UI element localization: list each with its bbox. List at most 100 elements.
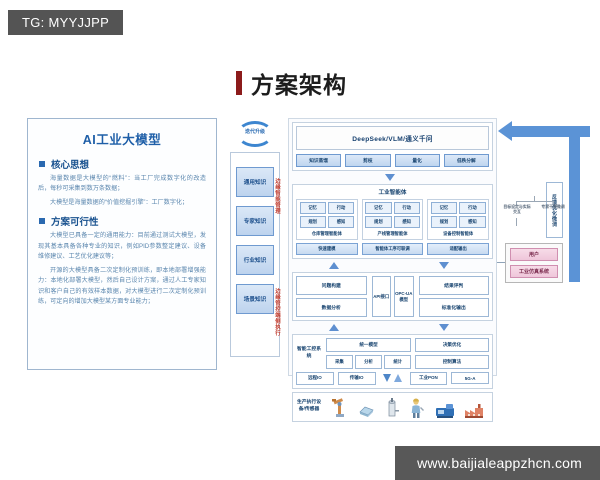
footer-rapid-modeling[interactable]: 快速建模	[296, 243, 358, 256]
technique-low-rank[interactable]: 低秩分解	[443, 154, 489, 167]
knowledge-item-scenario[interactable]: 场景知识	[236, 284, 274, 314]
down-arrow-icon	[439, 324, 449, 332]
capability-perception: 感知	[327, 216, 355, 228]
box-control-algorithm[interactable]: 控制算法	[415, 354, 489, 369]
tree-line	[516, 218, 517, 226]
up-arrow-icon	[329, 324, 339, 332]
llm-techniques: 知识蒸馏 剪枝 量化 低秩分解	[296, 154, 489, 167]
agents-row: 记忆 行动 规划 感知 仓库管理智能体 记忆 行动 规划 感知 产线管理智能体	[296, 198, 490, 240]
architecture-diagram: DeepSeek/VLM/通义千问 知识蒸馏 剪枝 量化 低秩分解 工业智能体 …	[288, 118, 497, 422]
knowledge-item-expert[interactable]: 专家知识	[236, 206, 274, 236]
box-5g-a[interactable]: 5G-A	[451, 372, 489, 385]
capability-perception: 感知	[459, 216, 486, 228]
left-panel-paragraph: 大模型是海量数据的“价值挖掘引擎”：工厂数字化；	[50, 198, 189, 206]
box-collection[interactable]: 采集	[326, 354, 353, 369]
bullet-square-icon	[39, 218, 45, 225]
actor-simulation-system[interactable]: 工业仿真系统	[510, 265, 558, 278]
capability-planning: 规划	[430, 216, 458, 228]
left-info-panel: AI工业大模型 核心思想 海量数据是大模型的“燃料”：当工厂完成数字化的改造后，…	[27, 118, 217, 370]
agent-production-line[interactable]: 记忆 行动 规划 感知 产线管理智能体	[361, 198, 424, 240]
footer-process-coordination[interactable]: 智能体工序可联调	[361, 243, 424, 256]
box-statistics[interactable]: 统计	[384, 354, 412, 369]
result-column: 结果评判 标准化输出	[418, 276, 489, 318]
watermark-tag-top-left: TG: MYYJJPP	[8, 10, 124, 35]
agents-band: 工业智能体 记忆 行动 规划 感知 仓库管理智能体 记忆 行动 规划 感知 产线…	[292, 184, 493, 260]
factory-icon	[465, 403, 484, 418]
feedback-arrow-head-icon	[498, 121, 512, 141]
cnc-machine-icon	[435, 403, 454, 418]
problem-column: 问题构建 数据分析	[296, 276, 367, 318]
box-decision-optimization[interactable]: 决策优化	[415, 338, 489, 353]
interface-band: 问题构建 数据分析 API接口 OPC-UA模型 结果评判 标准化输出	[292, 272, 493, 322]
network-row: 远程IO 传输IO 工业PON 5G-A	[296, 371, 489, 385]
technique-distillation[interactable]: 知识蒸馏	[296, 154, 342, 167]
box-standard-output[interactable]: 标准化输出	[418, 298, 489, 318]
connector-line-to-architecture	[497, 262, 506, 263]
page-title-text: 方案架构	[251, 72, 347, 98]
agent-name: 设备控制智能体	[443, 230, 474, 236]
agent-name: 仓库管理智能体	[311, 230, 342, 236]
page-title: 方案架构	[236, 66, 347, 100]
left-panel-section-heading-1: 核心思想	[39, 157, 207, 171]
box-api-interface[interactable]: API接口	[371, 276, 391, 318]
tree-line	[553, 201, 554, 205]
capability-planning: 规划	[299, 216, 326, 228]
tree-item-goal-interaction: 目标设定与实际交互	[503, 204, 531, 215]
robot-arm-icon	[331, 398, 344, 417]
box-analysis[interactable]: 分析	[355, 354, 382, 369]
box-opc-ua-model[interactable]: OPC-UA模型	[394, 276, 414, 318]
knowledge-column: 通用知识 专家知识 行业知识 场景知识	[230, 152, 280, 357]
control-system-band: 智能工控系统 统一模型 采集 分析 统计 决策优化 控制算法 远程IO 传输IO	[292, 334, 493, 389]
feedback-arrow-vertical	[569, 126, 580, 282]
interface-column: API接口 OPC-UA模型	[371, 276, 414, 318]
iteration-cycle: 迭代升级	[232, 119, 278, 149]
side-label-edge-management: 边缘智能管理	[273, 178, 280, 214]
title-accent-bar	[236, 71, 242, 95]
box-unified-model[interactable]: 统一模型	[326, 338, 412, 353]
section-heading-text: 核心思想	[51, 160, 90, 171]
tree-line	[553, 218, 554, 226]
control-system-label: 智能工控系统	[297, 347, 321, 359]
worker-icon	[411, 398, 425, 418]
agents-footer-row: 快速建模 智能体工序可联调 适配输出	[296, 243, 490, 256]
execution-label: 生产执行设备/传感器	[297, 400, 321, 412]
side-label-edge-execution: 边缘管控端侧执行	[273, 288, 280, 336]
agent-warehouse[interactable]: 记忆 行动 规划 感知 仓库管理智能体	[296, 198, 358, 240]
bullet-square-icon	[39, 161, 45, 167]
watermark-tag-bottom-right: www.baijialeappzhcn.com	[395, 446, 600, 480]
left-panel-paragraph: 大模型已具备一定的通用能力：目前通过测试大模型，发现其基本具备各种专业的知识，例…	[38, 232, 206, 261]
technique-quantization[interactable]: 量化	[394, 154, 440, 167]
cycle-arrows-icon	[237, 121, 273, 147]
actor-user[interactable]: 用户	[510, 248, 558, 261]
footer-adaptive-output[interactable]: 适配输出	[427, 243, 490, 256]
feedback-optimization-label: 反馈优化微调	[546, 182, 563, 238]
tree-item-expert-intervention: 专家干预微调	[541, 204, 565, 209]
box-result-evaluation[interactable]: 结果评判	[418, 276, 489, 296]
conveyor-icon	[359, 406, 374, 417]
left-panel-paragraph: 海量数据是大模型的“燃料”：当工厂完成数字化的改造后，每秒可采集到数万条数据；	[38, 175, 206, 193]
agent-device-control[interactable]: 记忆 行动 规划 感知 设备控制智能体	[427, 198, 490, 240]
knowledge-item-industry[interactable]: 行业知识	[236, 245, 274, 275]
technique-pruning[interactable]: 剪枝	[345, 154, 391, 167]
box-data-analysis[interactable]: 数据分析	[296, 298, 367, 318]
box-industrial-pon[interactable]: 工业PON	[409, 371, 448, 385]
down-arrow-icon	[439, 262, 449, 270]
box-transmission-io[interactable]: 传输IO	[337, 371, 376, 385]
tree-line	[516, 201, 517, 205]
down-arrow-icon	[385, 174, 395, 181]
actors-group: 用户 工业仿真系统	[505, 243, 563, 283]
feedback-arrow-shaft	[510, 126, 590, 137]
knowledge-item-general[interactable]: 通用知识	[236, 167, 274, 197]
left-panel-paragraph: 开源的大模型具备二次定制化预训练，即本地部署增强能力：本地化部署大模型，然后自己…	[38, 266, 206, 306]
cycle-label: 迭代升级	[244, 129, 265, 135]
llm-band: DeepSeek/VLM/通义千问 知识蒸馏 剪枝 量化 低秩分解	[292, 122, 493, 171]
capability-action: 行动	[327, 202, 355, 214]
box-problem-construction[interactable]: 问题构建	[296, 276, 367, 296]
capability-planning: 规划	[365, 216, 392, 228]
agent-name: 产线管理智能体	[377, 230, 408, 236]
execution-band: 生产执行设备/传感器	[292, 391, 493, 422]
box-remote-io[interactable]: 远程IO	[296, 371, 334, 385]
section-heading-text: 方案可行性	[51, 217, 99, 229]
capability-action: 行动	[459, 202, 486, 214]
control-left-column: 统一模型 采集 分析 统计	[326, 338, 412, 369]
